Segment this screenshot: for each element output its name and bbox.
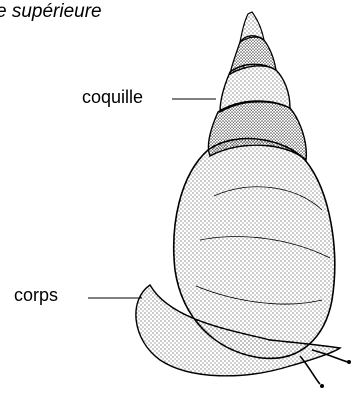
shell-apex [240, 12, 264, 42]
